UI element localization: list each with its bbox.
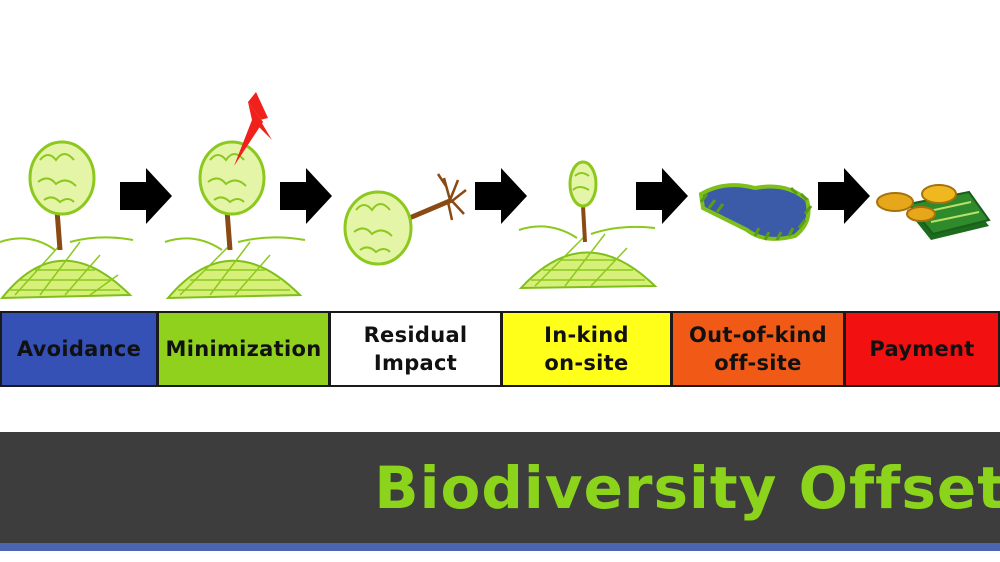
stage-label: In-kind on-site xyxy=(544,323,629,375)
arrow-icon xyxy=(120,168,172,224)
stage-label: Avoidance xyxy=(16,337,142,361)
title-banner: Biodiversity Offset xyxy=(0,432,1000,544)
sapling-icon xyxy=(518,160,658,290)
stage-label: Payment xyxy=(869,337,975,361)
tree-icon xyxy=(0,140,134,300)
stage-label: Residual Impact xyxy=(363,323,468,375)
stage-out-of-kind-off-site: Out-of-kind off-site xyxy=(671,311,845,387)
stage-label: Minimization xyxy=(165,337,322,361)
stage-label: Out-of-kind off-site xyxy=(689,323,827,375)
arrow-icon xyxy=(475,168,527,224)
stage-payment: Payment xyxy=(844,311,1000,387)
stage-avoidance: Avoidance xyxy=(0,311,158,387)
arrow-icon xyxy=(636,168,688,224)
stage-in-kind-on-site: In-kind on-site xyxy=(501,311,672,387)
tree-with-lightning-icon xyxy=(164,92,306,300)
arrow-icon xyxy=(818,168,870,224)
accent-line xyxy=(0,543,1000,551)
fallen-tree-icon xyxy=(343,173,467,266)
stage-residual-impact: Residual Impact xyxy=(329,311,502,387)
money-icon xyxy=(876,184,991,240)
stage-minimization: Minimization xyxy=(157,311,330,387)
arrow-icon xyxy=(280,168,332,224)
stage-label-row: Avoidance Minimization Residual Impact I… xyxy=(0,311,1000,391)
banner-title: Biodiversity Offset xyxy=(374,454,1000,522)
pond-icon xyxy=(698,183,813,241)
